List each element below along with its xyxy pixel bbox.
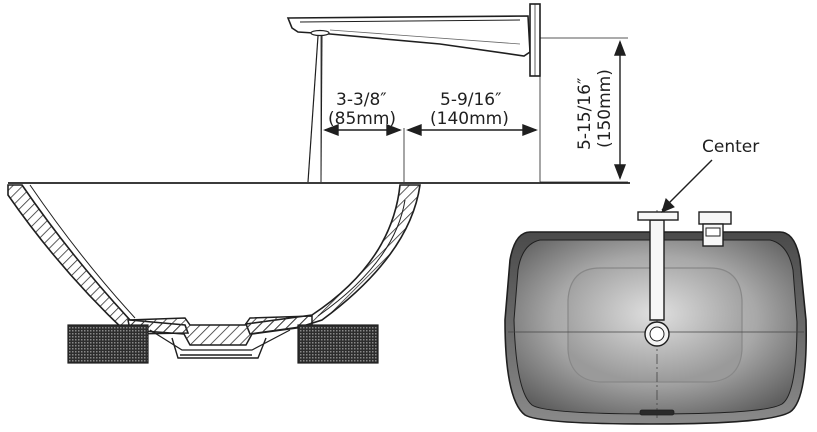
center-label: Center [702,137,759,157]
center-leader-line [661,159,713,211]
dim-offset-metric: (85mm) [328,109,396,129]
basin-foot-right [297,324,379,364]
faucet-handle-top [698,211,732,225]
dim-reach-arrow [406,123,538,137]
water-stream-line [307,35,319,183]
overflow-slot [639,409,675,416]
basin-foot-left [67,324,149,364]
top-view [504,159,807,425]
faucet-spout-top [649,219,665,321]
dim-reach-metric: (140mm) [430,109,509,129]
basin-section [7,184,421,359]
dim-height-arrow [613,40,627,180]
dim-height-metric: (150mm) [595,69,615,148]
dim-offset-arrow [323,123,402,137]
dim-height-imperial: 5-15/16″ [575,78,595,150]
faucet-spout [286,3,541,77]
dim-reach-imperial: 5-9/16″ [440,90,501,110]
dim-offset-imperial: 3-3/8″ [336,90,387,110]
side-view [7,3,630,364]
